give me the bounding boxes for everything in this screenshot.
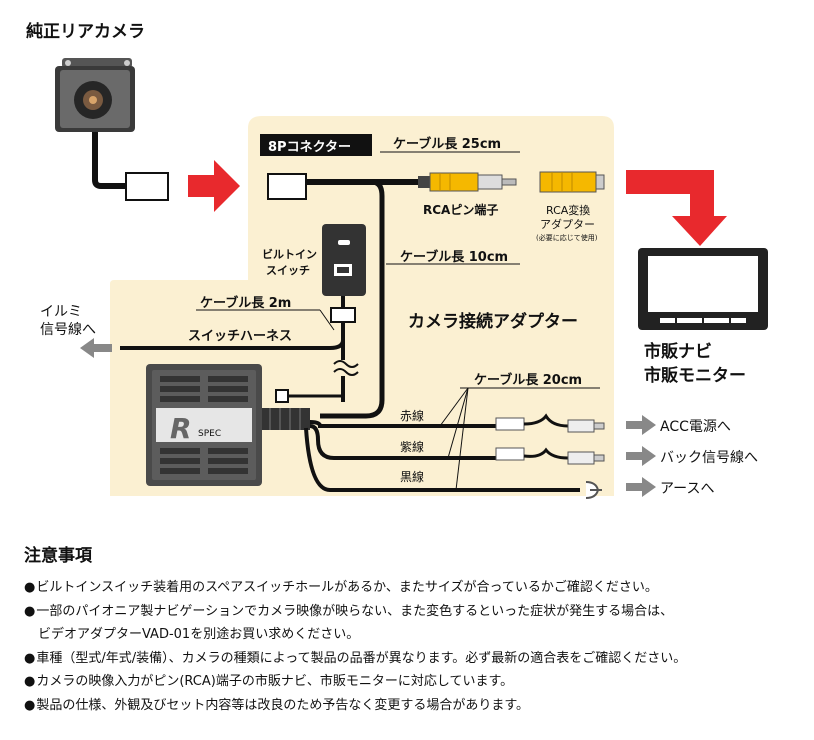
monitor-icon	[638, 248, 768, 330]
rca-adapter-icon	[539, 171, 605, 193]
adapter-title: カメラ接続アダプター	[408, 311, 578, 332]
gray-arrow-back-icon	[626, 446, 656, 466]
switch-harness-label: スイッチハーネス	[188, 329, 292, 344]
adapter-box-icon	[146, 364, 310, 486]
terminal-back-icon	[495, 447, 605, 465]
gray-arrow-left-icon	[80, 338, 112, 358]
red-arrow-down-icon	[626, 170, 727, 246]
bullet-icon: ●	[24, 650, 36, 666]
builtin-switch-label-1: ビルトイン	[262, 247, 317, 261]
cable-25-label: ケーブル長 25cm	[393, 136, 501, 152]
monitor-label-1: 市販ナビ	[644, 341, 712, 362]
note-text: 一部のパイオニア製ナビゲーションでカメラ映像が映らない、また変色するといった症状…	[36, 603, 674, 619]
gray-arrow-earth-icon	[626, 477, 656, 497]
cable-2m-label: ケーブル長 2m	[200, 295, 291, 311]
purple-wire-label: 紫線	[400, 439, 424, 454]
cable-10-label: ケーブル長 10cm	[400, 249, 508, 265]
bullet-icon: ●	[24, 603, 36, 619]
bullet-icon: ●	[24, 697, 36, 713]
camera-title: 純正リアカメラ	[26, 21, 145, 42]
notes-section: 注意事項 ●ビルトインスイッチ装着用のスペアスイッチホールがあるか、またサイズが…	[24, 541, 804, 717]
cable-20-label: ケーブル長 20cm	[474, 372, 582, 388]
rear-camera-icon	[55, 58, 135, 132]
rca-adapter-label-2: アダプター	[540, 217, 595, 231]
note-text: 製品の仕様、外観及びセット内容等は改良のため予告なく変更する場合があります。	[36, 697, 530, 713]
bullet-icon: ●	[24, 580, 36, 595]
builtin-switch-label-2: スイッチ	[266, 264, 310, 277]
note-text-continued: ビデオアダプターVAD-01を別途お買い求めください。	[38, 627, 360, 642]
to-earth-label: アースへ	[660, 481, 714, 497]
to-acc-label: ACC電源へ	[660, 419, 731, 435]
note-item: ●ビルトインスイッチ装着用のスペアスイッチホールがあるか、またサイズが合っている…	[24, 576, 804, 600]
note-text: 車種（型式/年式/装備）、カメラの種類によって製品の品番が異なります。必ず最新の…	[36, 650, 687, 666]
black-wire-label: 黒線	[400, 469, 424, 484]
notes-title: 注意事項	[24, 546, 92, 566]
note-item: ●車種（型式/年式/装備）、カメラの種類によって製品の品番が異なります。必ず最新…	[24, 647, 804, 671]
earth-terminal-icon	[585, 481, 602, 499]
rca-pin-label: RCAピン端子	[423, 202, 498, 217]
builtin-switch-icon	[322, 224, 366, 296]
terminal-acc-icon	[495, 413, 605, 433]
camera-connector	[125, 172, 169, 201]
bullet-icon: ●	[24, 674, 36, 689]
to-back-label: バック信号線へ	[660, 450, 758, 466]
note-text: ビルトインスイッチ装着用のスペアスイッチホールがあるか、またサイズが合っているか…	[36, 580, 658, 595]
gray-arrow-acc-icon	[626, 415, 656, 435]
rca-adapter-label-1: RCA変換	[546, 203, 590, 217]
red-wire-label: 赤線	[400, 408, 424, 423]
red-arrow-icon	[188, 160, 240, 212]
notes-list: ●ビルトインスイッチ装着用のスペアスイッチホールがあるか、またサイズが合っている…	[24, 576, 804, 717]
note-item: ●カメラの映像入力がピン(RCA)端子の市販ナビ、市販モニターに対応しています。	[24, 670, 804, 694]
wiring-diagram: 純正リアカメラ 8Pコネクター ケーブル長 25cm RCAピン端子	[26, 21, 768, 499]
illumi-label-2: 信号線へ	[40, 322, 96, 338]
illumi-label-1: イルミ	[40, 304, 82, 320]
brand-spec: SPEC	[198, 429, 221, 439]
note-text: カメラの映像入力がピン(RCA)端子の市販ナビ、市販モニターに対応しています。	[36, 674, 514, 689]
monitor-label-2: 市販モニター	[644, 365, 746, 386]
note-item: ●製品の仕様、外観及びセット内容等は改良のため予告なく変更する場合があります。	[24, 694, 804, 718]
rca-adapter-note: (必要に応じて使用)	[536, 233, 598, 242]
connector-8p	[267, 173, 307, 200]
rca-pin-icon	[418, 172, 517, 192]
brand-r: R	[170, 412, 192, 445]
note-item: ●一部のパイオニア製ナビゲーションでカメラ映像が映らない、また変色するといった症…	[24, 600, 804, 647]
connector-8p-label: 8Pコネクター	[268, 140, 351, 155]
